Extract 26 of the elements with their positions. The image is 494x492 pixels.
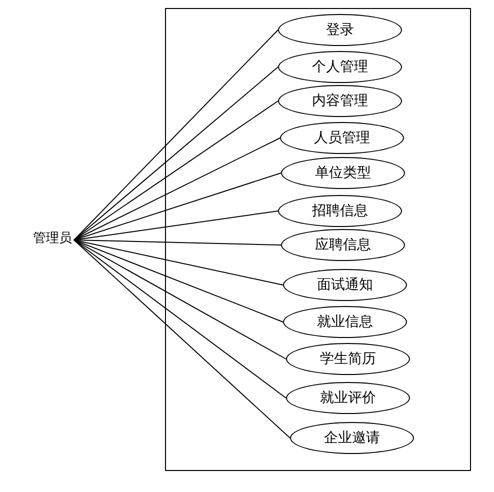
use-case-ellipse: 登录	[278, 14, 402, 46]
association-line	[74, 172, 282, 240]
association-line	[74, 240, 282, 246]
association-line	[74, 240, 286, 398]
use-case-ellipse: 应聘信息	[281, 229, 405, 261]
use-case-ellipse: 内容管理	[278, 85, 402, 117]
use-case-ellipse: 就业评价	[286, 382, 410, 414]
use-case-ellipse: 单位类型	[281, 157, 405, 189]
association-line	[74, 210, 278, 240]
association-line	[74, 66, 278, 240]
use-case-ellipse: 个人管理	[278, 51, 402, 83]
association-line	[74, 240, 286, 360]
use-case-ellipse: 企业邀请	[290, 422, 414, 454]
association-line	[74, 240, 284, 322]
system-boundary	[165, 8, 471, 471]
association-line	[74, 138, 280, 240]
actor-label: 管理员	[33, 229, 72, 247]
use-case-ellipse: 就业信息	[283, 306, 407, 338]
use-case-ellipse: 学生简历	[286, 343, 410, 375]
association-line	[74, 100, 278, 240]
use-case-ellipse: 招聘信息	[278, 195, 402, 227]
association-line	[74, 240, 284, 286]
use-case-ellipse: 人员管理	[280, 122, 404, 154]
association-line	[74, 240, 290, 438]
association-line	[74, 30, 278, 240]
use-case-ellipse: 面试通知	[283, 269, 407, 301]
